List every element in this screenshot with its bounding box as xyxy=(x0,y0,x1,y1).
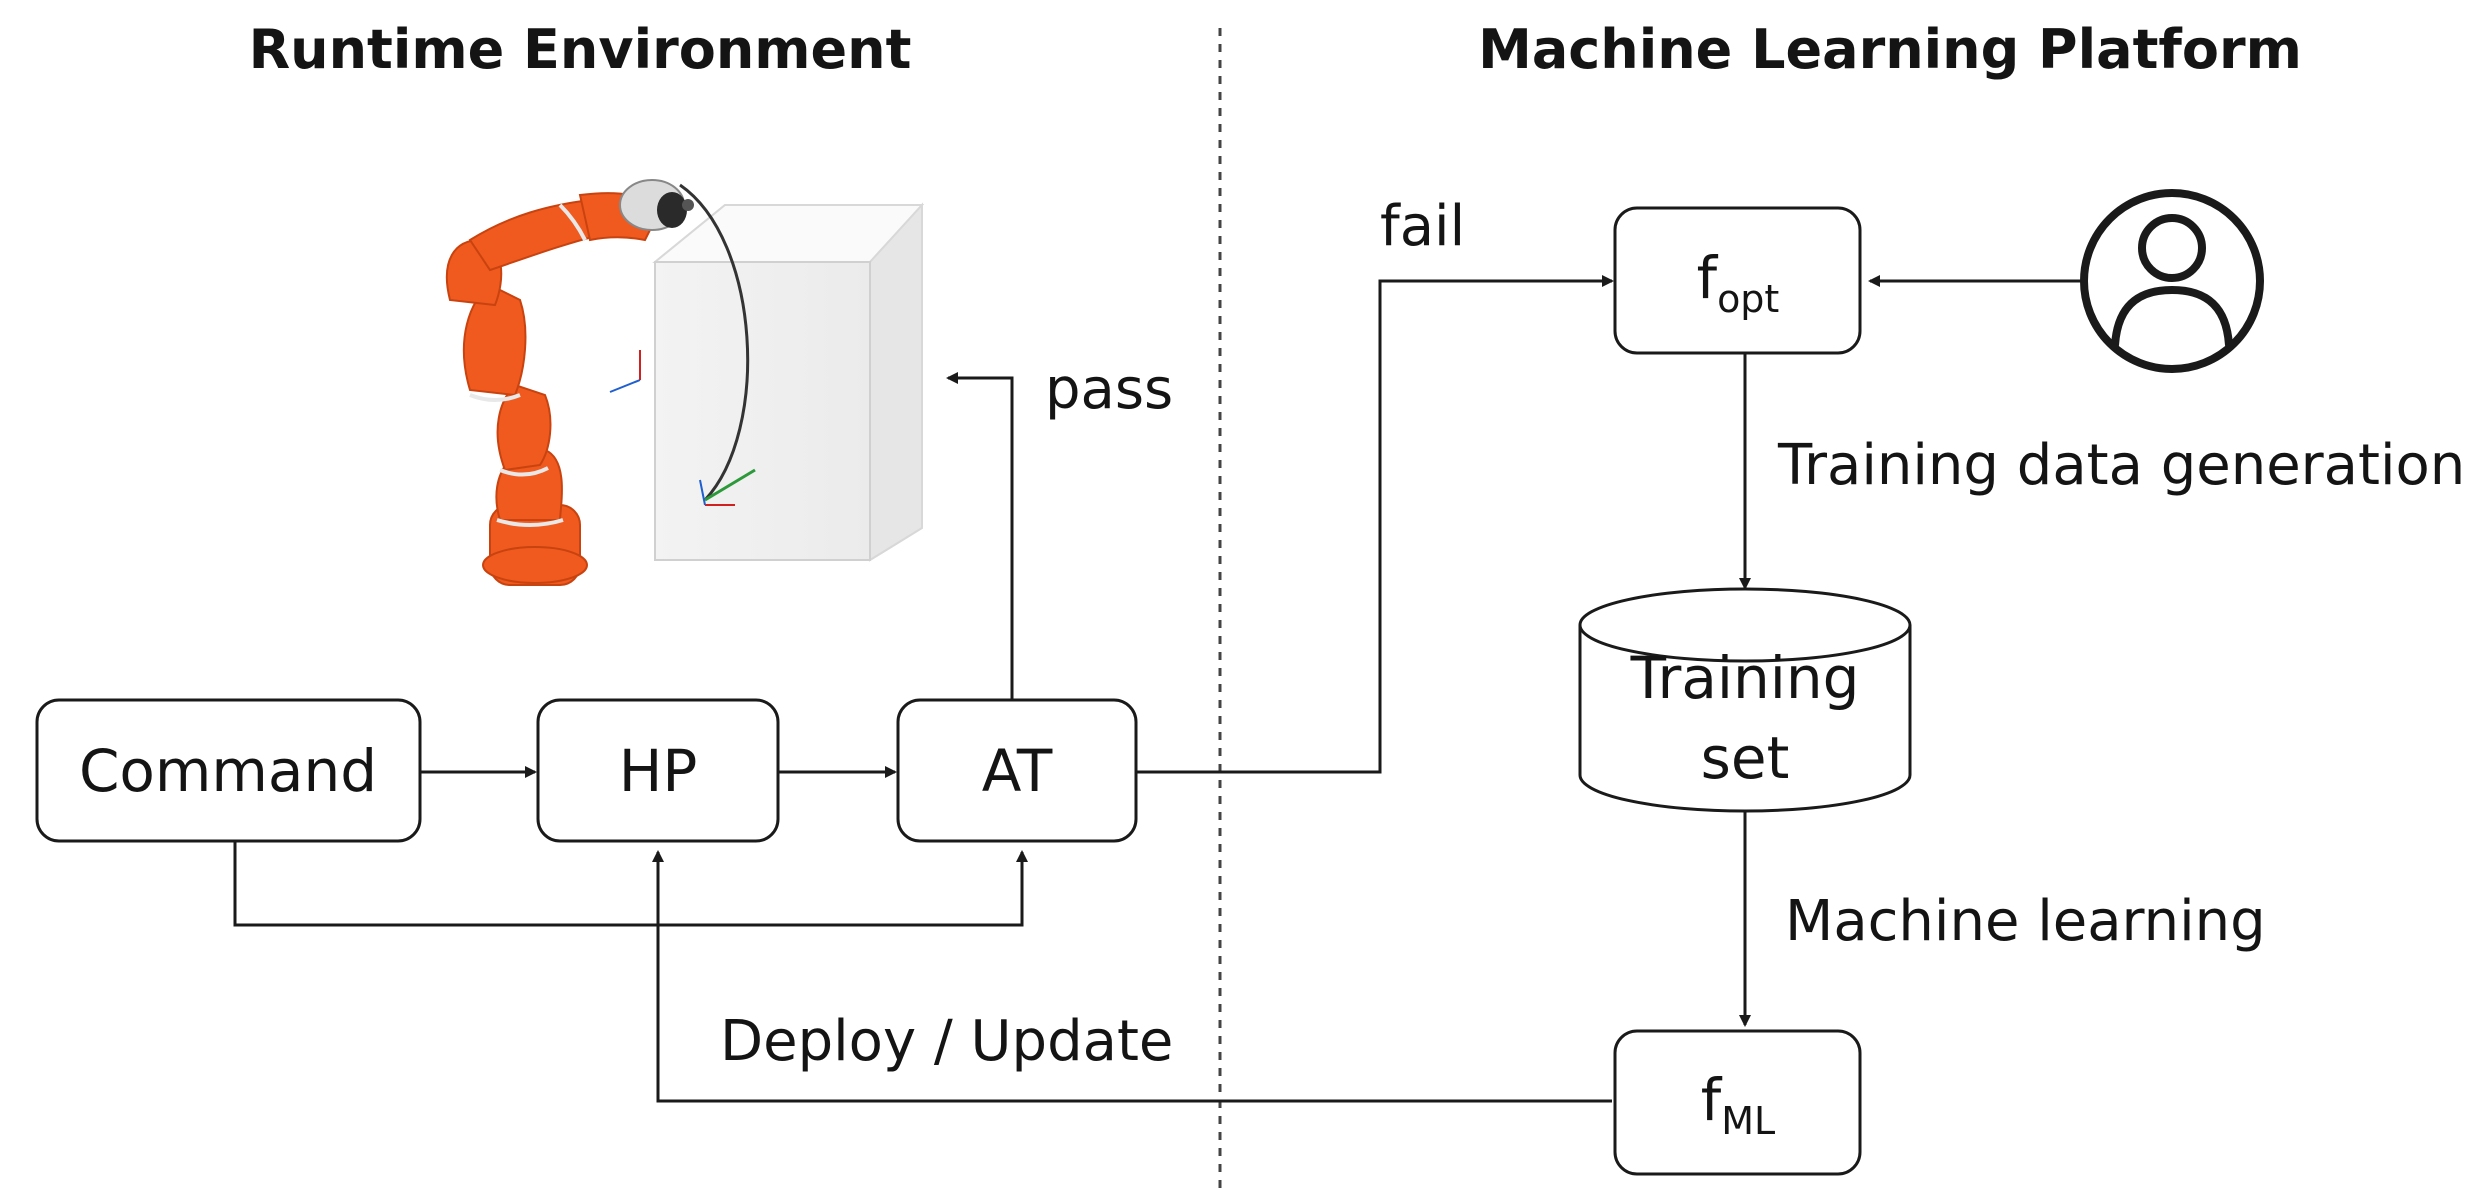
label-machine-learning: Machine learning xyxy=(1785,889,2266,954)
node-hp-label: HP xyxy=(619,737,698,805)
node-f-opt-label: fopt xyxy=(1697,244,1780,321)
node-training-set-label-line1: Training xyxy=(1630,644,1860,712)
edge-command-to-at xyxy=(233,841,1028,927)
node-command: Command xyxy=(35,698,422,843)
node-at-label: AT xyxy=(982,737,1053,805)
user-icon xyxy=(2080,189,2264,373)
node-at: AT xyxy=(896,698,1138,843)
connectors xyxy=(233,275,2082,1103)
node-training-set: Training set xyxy=(1578,587,1912,813)
edge-at-fail-to-fopt xyxy=(1136,275,1614,774)
heading-runtime-environment: Runtime Environment xyxy=(249,18,912,81)
node-command-label: Command xyxy=(79,737,377,805)
label-training-data-generation: Training data generation xyxy=(1777,433,2465,498)
edge-at-pass xyxy=(946,372,1014,700)
edge-fml-to-hp xyxy=(652,850,1612,1103)
robot-arm-illustration xyxy=(445,179,925,586)
node-training-set-label-line2: set xyxy=(1701,724,1790,792)
label-pass: pass xyxy=(1045,357,1173,422)
label-deploy-update: Deploy / Update xyxy=(720,1009,1173,1074)
node-hp: HP xyxy=(536,698,780,843)
node-f-ml-label: fML xyxy=(1701,1066,1775,1143)
heading-ml-platform: Machine Learning Platform xyxy=(1478,18,2302,81)
label-fail: fail xyxy=(1380,194,1465,259)
node-f-opt: fopt xyxy=(1613,206,1862,355)
node-f-ml: fML xyxy=(1613,1029,1862,1176)
